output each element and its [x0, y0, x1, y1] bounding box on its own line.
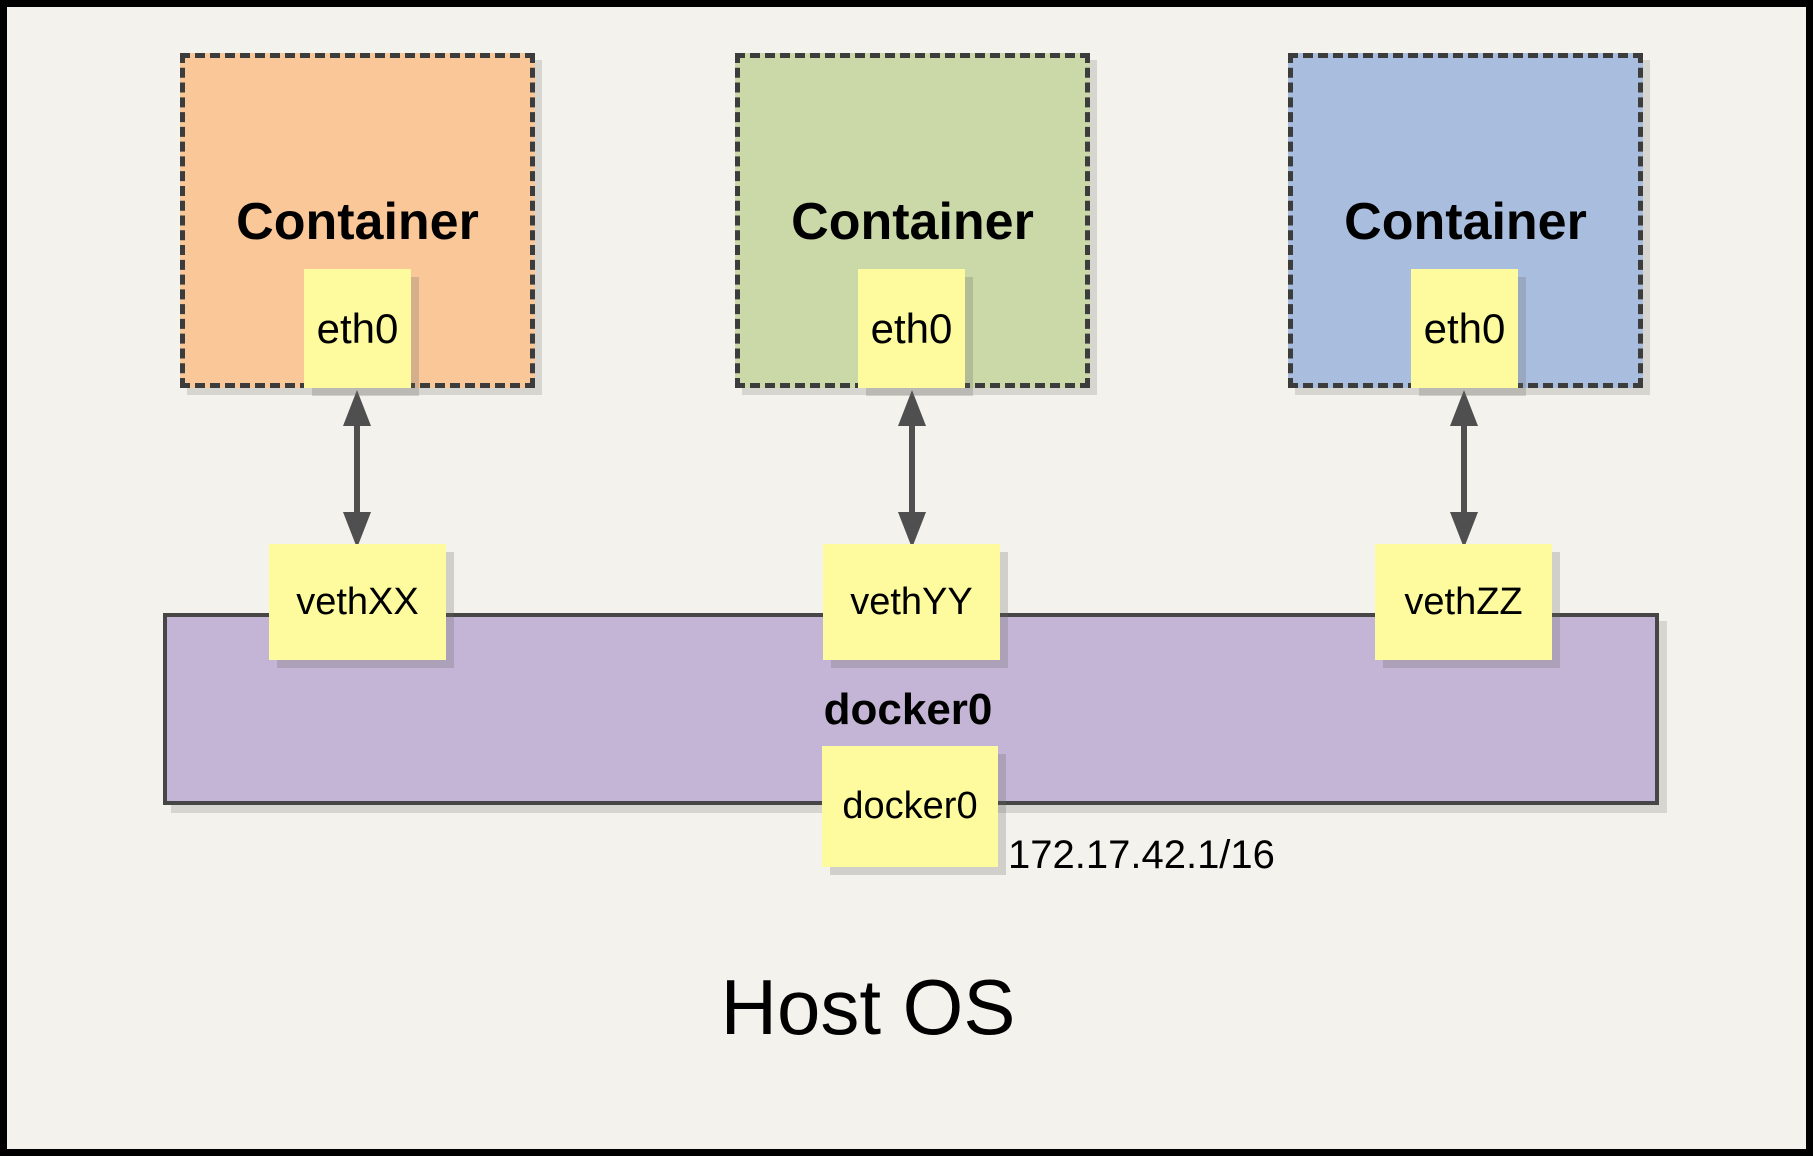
veth-interface-box-2: vethYY	[823, 544, 1000, 660]
veth-interface-box-1: vethXX	[269, 544, 446, 660]
eth0-label: eth0	[870, 304, 953, 352]
eth0-label: eth0	[1423, 304, 1506, 352]
veth-connector-arrow-3	[1446, 390, 1482, 548]
docker0-interface-label: docker0	[842, 785, 978, 827]
container-title: Container	[236, 193, 479, 251]
veth-label: vethXX	[296, 580, 419, 623]
docker0-interface-box: docker0	[822, 746, 998, 867]
eth0-interface-box-2: eth0	[858, 269, 965, 388]
veth-interface-box-3: vethZZ	[1375, 544, 1552, 660]
veth-connector-arrow-1	[339, 390, 375, 548]
container-title: Container	[791, 193, 1034, 251]
eth0-label: eth0	[316, 304, 399, 352]
eth0-interface-box-3: eth0	[1411, 269, 1518, 388]
eth0-interface-box-1: eth0	[304, 269, 411, 388]
veth-connector-arrow-2	[894, 390, 930, 548]
host-os-label: Host OS	[720, 963, 1016, 1051]
veth-label: vethYY	[850, 580, 973, 623]
docker0-bridge-label: docker0	[823, 685, 993, 734]
bridge-ip-label: 172.17.42.1/16	[1008, 833, 1275, 877]
container-title: Container	[1344, 193, 1587, 251]
veth-label: vethZZ	[1404, 580, 1523, 623]
